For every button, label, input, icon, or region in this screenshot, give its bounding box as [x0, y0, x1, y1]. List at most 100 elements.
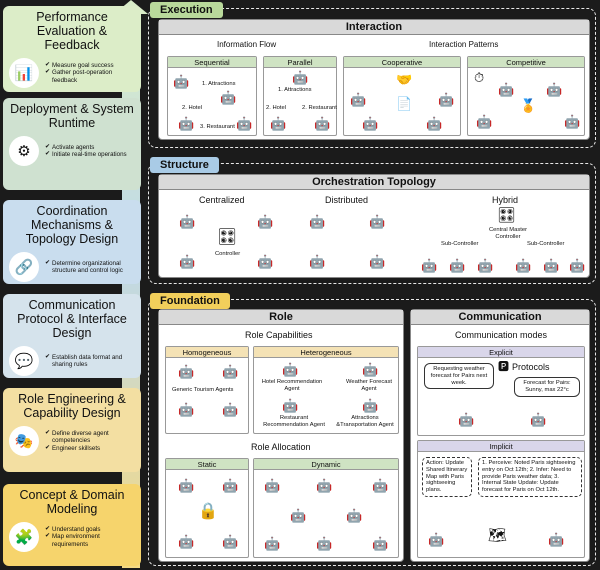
perceive-box: 1. Perceive: Noted Paris sightseeing ent…: [478, 457, 582, 497]
robot-icon: 🤖: [316, 536, 333, 551]
robot-icon: 🤖: [264, 536, 281, 551]
clock-icon: ⏱: [474, 70, 485, 85]
stage-bullet: Map environment requirements: [45, 533, 135, 548]
parallel-label: Parallel: [264, 57, 336, 68]
robot-icon: 🤖: [257, 214, 274, 229]
structure-section: [148, 163, 596, 284]
robot-icon: 🤖: [438, 92, 455, 107]
explicit-label: Explicit: [418, 347, 584, 358]
homogeneous-label: Homogeneous: [166, 347, 248, 358]
gear-icon: ⚙: [9, 136, 39, 166]
robot-icon: 🤖: [498, 82, 515, 97]
stage-card: Concept & Domain Modeling🧩Understand goa…: [3, 484, 141, 566]
stage-bullet: Activate agents: [45, 144, 127, 152]
robot-icon: 🤖: [449, 258, 466, 273]
protocols-label: Protocols: [512, 362, 550, 372]
robot-icon: 🤖: [314, 116, 331, 131]
robot-icon: 🤖: [270, 116, 287, 131]
robot-icon: 🤖: [350, 92, 367, 107]
implicit-label: Implicit: [418, 441, 584, 452]
robot-icon: 🤖: [290, 508, 307, 523]
robot-icon: 🤖: [569, 258, 586, 273]
stage-bullet: Determine organizational structure and c…: [45, 260, 135, 275]
robot-icon: 🤖: [515, 258, 532, 273]
homogeneous-box: Homogeneous 🤖 🤖 Generic Tourism Agents 🤖…: [165, 346, 249, 434]
stage-card: Coordination Mechanisms & Topology Desig…: [3, 200, 141, 284]
stage-card: Performance Evaluation & Feedback📊Measur…: [3, 6, 141, 92]
sequential-label: Sequential: [168, 57, 256, 68]
stage-title: Role Engineering & Capability Design: [18, 392, 126, 420]
robot-icon: 🤖: [458, 412, 475, 427]
role-capabilities-label: Role Capabilities: [245, 330, 313, 340]
robot-icon: 🤖: [220, 90, 237, 105]
execution-tag: Execution: [150, 2, 223, 18]
parallel-box: Parallel 🤖 1. Attractions 2. Hotel 2. Re…: [263, 56, 337, 136]
cooperative-box: Cooperative 🤝 🤖 🤖 📄 🤖 🤖: [343, 56, 461, 136]
role-allocation-label: Role Allocation: [251, 442, 311, 452]
forecast-bubble: Forecast for Pairs: Sunny, max 22°c: [514, 377, 580, 397]
role-icon: 🎭: [9, 426, 39, 456]
weather-robot-icon: 🤖: [362, 362, 379, 377]
stage-title: Performance Evaluation & Feedback: [36, 10, 108, 52]
robot-icon: 🤖: [369, 254, 386, 269]
action-box: Action: Update Shared Itinerary Map with…: [422, 457, 472, 497]
robot-icon: 🤖: [257, 254, 274, 269]
static-box: Static 🤖 🤖 🔒 🤖 🤖: [165, 458, 249, 558]
robot-icon: 🤖: [179, 214, 196, 229]
stage-bullet: Establish data format and sharing rules: [45, 354, 135, 369]
stage-card: Communication Protocol & Interface Desig…: [3, 294, 141, 378]
protocols-icon: 🅿: [498, 361, 509, 373]
communication-panel: Communication Communication modes Explic…: [410, 309, 590, 562]
foundation-section: [148, 299, 596, 566]
stage-bullet: Measure goal success: [45, 62, 135, 70]
robot-icon: 🤖: [178, 478, 195, 493]
stage-title: Coordination Mechanisms & Topology Desig…: [25, 204, 119, 246]
robot-icon: 🤖: [236, 116, 253, 131]
centralized-label: Centralized: [199, 195, 245, 205]
robot-icon: 🤖: [292, 70, 309, 85]
stage-bullet: Understand goals: [45, 526, 135, 534]
stage-title: Communication Protocol & Interface Desig…: [17, 298, 127, 340]
dynamic-box: Dynamic 🤖 🤖 🤖 🤖 🤖 🤖 🤖 🤖: [253, 458, 399, 558]
robot-icon: 🤖: [548, 532, 565, 547]
robot-icon: 🤖: [369, 214, 386, 229]
document-icon: 📄: [396, 96, 413, 111]
robot-icon: 🤖: [346, 508, 363, 523]
heterogeneous-box: Heterogeneous 🤖 Hotel Recommendation Age…: [253, 346, 399, 434]
stage-bullet: Gather post-operation feedback: [45, 69, 135, 84]
communication-title: Communication: [411, 310, 589, 325]
chat-icon: 💬: [9, 346, 39, 376]
role-panel: Role Role Capabilities Homogeneous 🤖 🤖 G…: [158, 309, 404, 562]
request-bubble: Requesting weather forecast for Pairs ne…: [424, 363, 494, 390]
interaction-panel: Interaction Information Flow Interaction…: [158, 19, 590, 140]
robot-icon: 🤖: [564, 114, 581, 129]
dynamic-label: Dynamic: [254, 459, 398, 470]
robot-icon: 🤖: [178, 534, 195, 549]
robot-icon: 🤖: [316, 478, 333, 493]
cooperative-label: Cooperative: [344, 57, 460, 68]
communication-modes-label: Communication modes: [455, 330, 548, 340]
sequential-box: Sequential 🤖 1. Attractions 🤖 2. Hotel 🤖…: [167, 56, 257, 136]
robot-icon: 🤖: [179, 254, 196, 269]
robot-icon: 🤖: [173, 74, 190, 89]
stage-title: Concept & Domain Modeling: [19, 488, 125, 516]
robot-icon: 🤖: [362, 116, 379, 131]
explicit-box: Explicit Requesting weather forecast for…: [417, 346, 585, 436]
interaction-title: Interaction: [159, 20, 589, 35]
lock-icon: 🔒: [198, 503, 218, 520]
robot-icon: 🤖: [222, 364, 239, 379]
robot-icon: 🤖: [222, 534, 239, 549]
implicit-box: Implicit Action: Update Shared Itinerary…: [417, 440, 585, 558]
static-label: Static: [166, 459, 248, 470]
competitive-label: Competitive: [468, 57, 584, 68]
robot-icon: 🤖: [477, 258, 494, 273]
stage-bullet: Initiate real-time operations: [45, 151, 127, 159]
stage-card: Deployment & System Runtime⚙Activate age…: [3, 98, 141, 190]
robot-icon: 🤖: [178, 116, 195, 131]
hybrid-label: Hybrid: [492, 195, 519, 205]
hotel-robot-icon: 🤖: [282, 362, 299, 377]
map-icon: 🗺: [488, 527, 508, 544]
orchestration-title: Orchestration Topology: [159, 175, 589, 190]
restaurant-robot-icon: 🤖: [282, 398, 299, 413]
competitive-box: Competitive ⏱ 🤖 🤖 🏅 🤖 🤖: [467, 56, 585, 136]
